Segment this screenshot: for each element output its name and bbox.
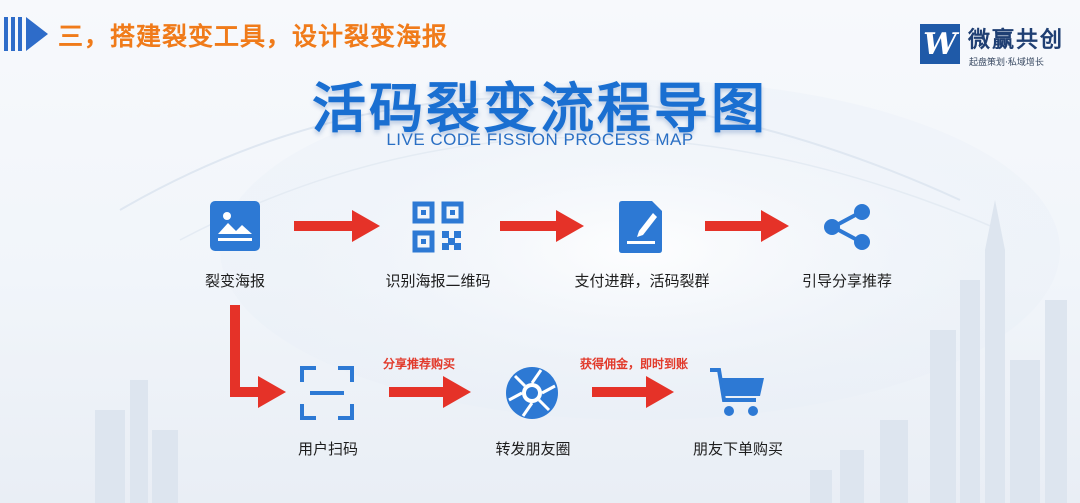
camera-aperture-icon <box>506 367 558 419</box>
node-label-pay-join: 支付进群，活码裂群 <box>574 272 710 290</box>
arrow-poster-to-scan <box>230 305 286 408</box>
arrow-qr-to-pay <box>500 210 584 242</box>
node-label-scan-qr: 识别海报二维码 <box>385 272 491 290</box>
share-icon <box>824 204 870 250</box>
node-label-guide-share: 引导分享推荐 <box>801 272 893 290</box>
scan-frame-icon <box>300 366 354 420</box>
section-chevron-icon <box>4 17 48 51</box>
logo-tagline: 起盘策划·私域增长 <box>969 58 1044 68</box>
section-title: 三，搭建裂变工具，设计裂变海报 <box>58 22 449 51</box>
qr-code-icon <box>412 201 464 253</box>
shopping-cart-icon <box>710 368 764 416</box>
node-label-poster: 裂变海报 <box>204 272 266 290</box>
logo-name: 微赢共创 <box>968 28 1065 53</box>
arrow-scan-to-moments <box>389 376 471 408</box>
arrow-moments-to-order <box>592 376 674 408</box>
page-title: 活码裂变流程导图 <box>312 77 768 140</box>
document-edit-icon <box>619 201 662 253</box>
poster-image-icon <box>210 201 260 251</box>
node-label-friend-order: 朋友下单购买 <box>692 440 784 458</box>
node-label-user-scan: 用户扫码 <box>297 440 359 458</box>
page-subtitle: LIVE CODE FISSION PROCESS MAP <box>386 130 694 149</box>
edge-label-share-recommend: 分享推荐购买 <box>382 357 456 371</box>
arrow-poster-to-qr <box>294 210 380 242</box>
edge-label-commission: 获得佣金，即时到账 <box>579 357 689 371</box>
node-label-share-moments: 转发朋友圈 <box>495 440 571 458</box>
logo-mark: W <box>920 24 960 64</box>
arrow-pay-to-share <box>705 210 789 242</box>
